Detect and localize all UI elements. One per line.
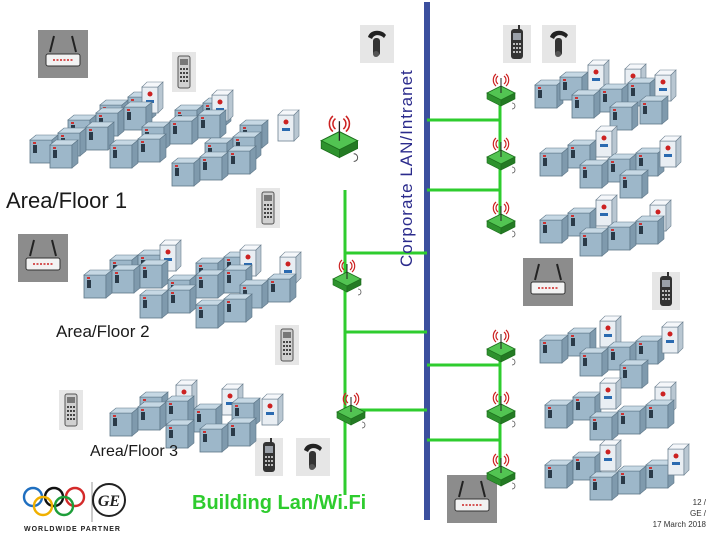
wifi-access-point-icon (486, 329, 516, 366)
pager-icon (58, 389, 84, 431)
corporate-lan-label: Corporate LAN/Intranet (397, 69, 416, 267)
wifi-access-point-icon (486, 391, 516, 428)
router-icon (522, 257, 574, 307)
pager-icon (274, 324, 300, 366)
bluetooth-headset-icon (296, 438, 330, 476)
svg-text:GE: GE (98, 493, 120, 510)
worldwide-partner-text: WORLDWIDE PARTNER (24, 526, 121, 533)
cell-phone-icon (652, 272, 680, 310)
pager-icon (255, 187, 281, 229)
building-lan-label: Building Lan/Wi.Fi (192, 492, 367, 514)
footer-date: 17 March 2018 (652, 520, 706, 529)
cell-phone-icon (255, 438, 283, 476)
building-lan-lines (343, 90, 502, 495)
wifi-access-point-icon (320, 115, 359, 163)
router-icon (37, 29, 89, 79)
footer-org: GE / (689, 509, 706, 518)
pager-icon (171, 51, 197, 93)
bluetooth-headset-icon (360, 25, 394, 63)
ge-monogram-logo: GE (92, 483, 126, 517)
wifi-access-point-icon (336, 392, 366, 429)
bluetooth-headset-icon (542, 25, 576, 63)
wifi-access-point-icon (486, 201, 516, 238)
wifi-access-point-icon (486, 137, 516, 174)
wifi-access-point-icon (332, 259, 362, 296)
floor2-server-cluster (83, 239, 302, 329)
wifi-access-point-icon (486, 73, 516, 110)
slide-footer: 12 / GE / 17 March 2018 (653, 497, 706, 530)
floor1-label: Area/Floor 1 (6, 188, 128, 213)
floor1-server-cluster (29, 81, 300, 187)
floor2-label: Area/Floor 2 (56, 322, 150, 341)
floor3-label: Area/Floor 3 (90, 443, 179, 460)
router-icon (17, 233, 69, 283)
footer-page: 12 / (692, 498, 706, 507)
router-icon (446, 474, 498, 524)
cell-phone-icon (503, 25, 531, 63)
olympic-rings-logo (22, 486, 86, 517)
